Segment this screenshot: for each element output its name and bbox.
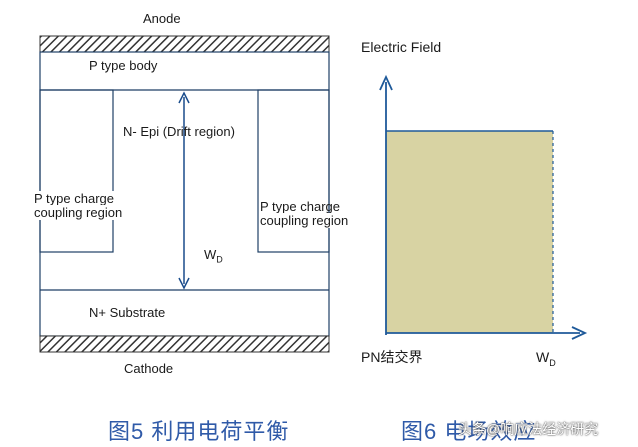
substrate-label: N+ Substrate xyxy=(89,305,166,320)
p-charge-left-label-line2: coupling region xyxy=(34,205,123,220)
anode-contact xyxy=(39,35,330,53)
y-axis-arrowhead xyxy=(379,74,393,91)
pn-junction-label: PN结交界 xyxy=(361,349,423,365)
wd-label-left: WD xyxy=(204,247,223,265)
p-charge-region-right xyxy=(257,89,330,253)
p-charge-right-label-line2: coupling region xyxy=(260,213,349,228)
p-body-label: P type body xyxy=(89,58,158,73)
p-charge-left-label-line1: P type charge xyxy=(34,191,114,206)
x-axis-arrowhead xyxy=(571,326,588,340)
drift-region-label: N- Epi (Drift region) xyxy=(123,124,235,139)
wd-label-right: WD xyxy=(536,349,556,368)
p-charge-region-left xyxy=(39,89,114,253)
field-distribution-area xyxy=(386,131,553,333)
cathode-label: Cathode xyxy=(124,361,174,376)
wd-arrowhead-bottom xyxy=(178,277,190,290)
cathode-contact xyxy=(39,335,330,353)
electric-field-axis-label: Electric Field xyxy=(361,39,442,55)
figure-6-caption: 图6 电场效应 xyxy=(401,419,537,444)
watermark-text: 头条@响应法经济研究 xyxy=(458,421,599,437)
anode-label: Anode xyxy=(143,11,181,26)
p-charge-right-label-line1: P type charge xyxy=(260,199,340,214)
figure-5-caption: 图5 利用电荷平衡 xyxy=(108,419,290,444)
wd-arrowhead-top xyxy=(178,91,190,104)
